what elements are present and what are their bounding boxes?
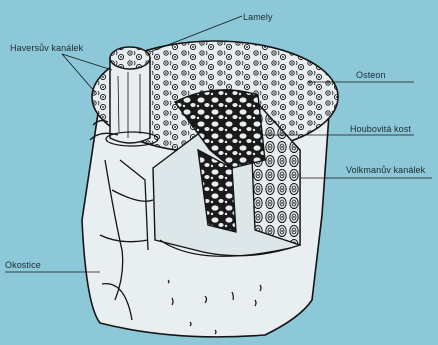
leader-havers-2 bbox=[62, 54, 95, 92]
label-volkmanuv-kanalek: Volkmanův kanálek bbox=[346, 165, 425, 175]
label-okostice: Okostice bbox=[5, 260, 41, 270]
label-osteon: Osteon bbox=[356, 70, 386, 80]
label-lamely: Lamely bbox=[243, 12, 273, 22]
label-houbovita-kost: Houbovitá kost bbox=[350, 124, 411, 134]
label-haversuv-kanalek: Haversův kanálek bbox=[10, 43, 83, 53]
leader-havers-1 bbox=[62, 54, 112, 70]
haversian-tube bbox=[106, 47, 158, 146]
